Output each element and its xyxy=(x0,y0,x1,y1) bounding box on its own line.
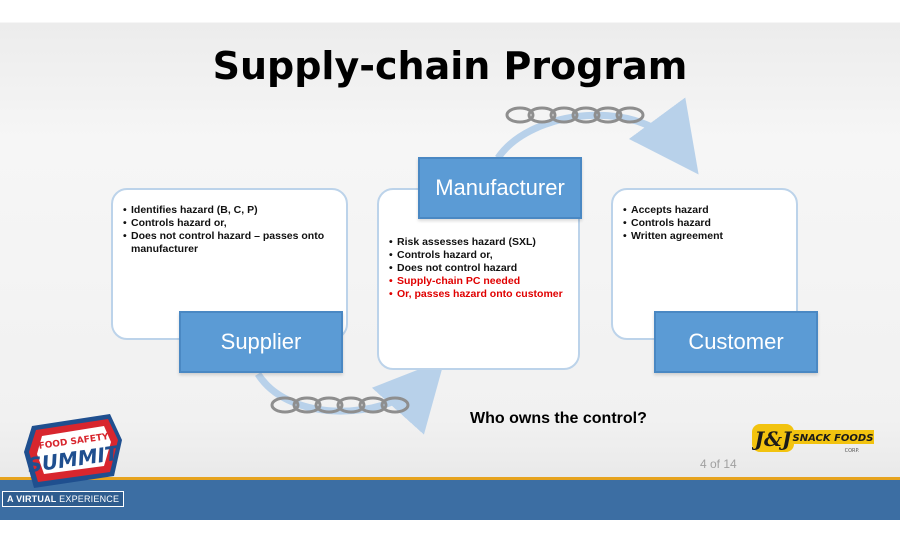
list-item-highlight: Supply-chain PC needed xyxy=(389,275,570,288)
manufacturer-box: Manufacturer xyxy=(418,157,582,219)
chain-icon-bottom xyxy=(270,396,410,414)
list-item: Does not control hazard – passes onto ma… xyxy=(123,230,338,256)
customer-box: Customer xyxy=(654,311,818,373)
list-item: Does not control hazard xyxy=(389,262,570,275)
list-item: Accepts hazard xyxy=(623,204,788,217)
supplier-list: Identifies hazard (B, C, P) Controls haz… xyxy=(123,204,338,256)
slide-title: Supply-chain Program xyxy=(212,44,688,88)
arrow-supplier-to-manufacturer xyxy=(255,359,445,435)
footer-bottom xyxy=(0,520,900,550)
question-text: Who owns the control? xyxy=(470,410,647,427)
list-item-highlight: Or, passes hazard onto customer xyxy=(389,288,570,301)
list-item: Controls hazard or, xyxy=(389,249,570,262)
list-item: Identifies hazard (B, C, P) xyxy=(123,204,338,217)
chain-icon-top xyxy=(505,106,645,124)
virtual-experience-tag: A VIRTUAL EXPERIENCE xyxy=(2,491,125,507)
manufacturer-panel: Risk assesses hazard (SXL) Controls haza… xyxy=(377,188,580,370)
jj-snack-foods-logo: J&J SNACK FOODS CORP. xyxy=(752,424,874,454)
page-indicator: 4 of 14 xyxy=(700,457,737,471)
list-item: Written agreement xyxy=(623,230,788,243)
footer-bar xyxy=(0,480,900,520)
manufacturer-list: Risk assesses hazard (SXL) Controls haza… xyxy=(389,236,570,301)
food-safety-summit-logo: FOOD SAFETY SUMMIT xyxy=(24,414,122,488)
svg-text:CORP.: CORP. xyxy=(845,448,860,454)
customer-list: Accepts hazard Controls hazard Written a… xyxy=(623,204,788,243)
list-item: Controls hazard or, xyxy=(123,217,338,230)
svg-text:SNACK FOODS: SNACK FOODS xyxy=(793,433,874,444)
arrow-manufacturer-to-customer xyxy=(495,97,699,175)
svg-text:J&J: J&J xyxy=(752,427,793,451)
list-item: Risk assesses hazard (SXL) xyxy=(389,236,570,249)
footer-accent-line xyxy=(0,477,900,480)
supplier-box: Supplier xyxy=(179,311,343,373)
list-item: Controls hazard xyxy=(623,217,788,230)
